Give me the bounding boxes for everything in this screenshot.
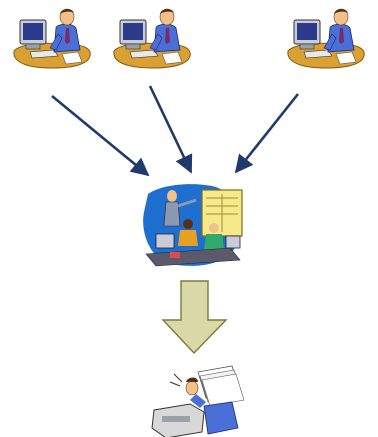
team-meeting-icon bbox=[143, 184, 243, 267]
connector-left bbox=[51, 94, 150, 177]
connector-middle bbox=[148, 85, 193, 174]
worker-middle-icon bbox=[113, 8, 191, 69]
connector-right bbox=[234, 93, 300, 174]
down-arrow-icon bbox=[161, 280, 228, 355]
printer-output-icon bbox=[151, 365, 245, 437]
worker-left-icon bbox=[13, 8, 91, 69]
worker-right-icon bbox=[287, 8, 365, 69]
